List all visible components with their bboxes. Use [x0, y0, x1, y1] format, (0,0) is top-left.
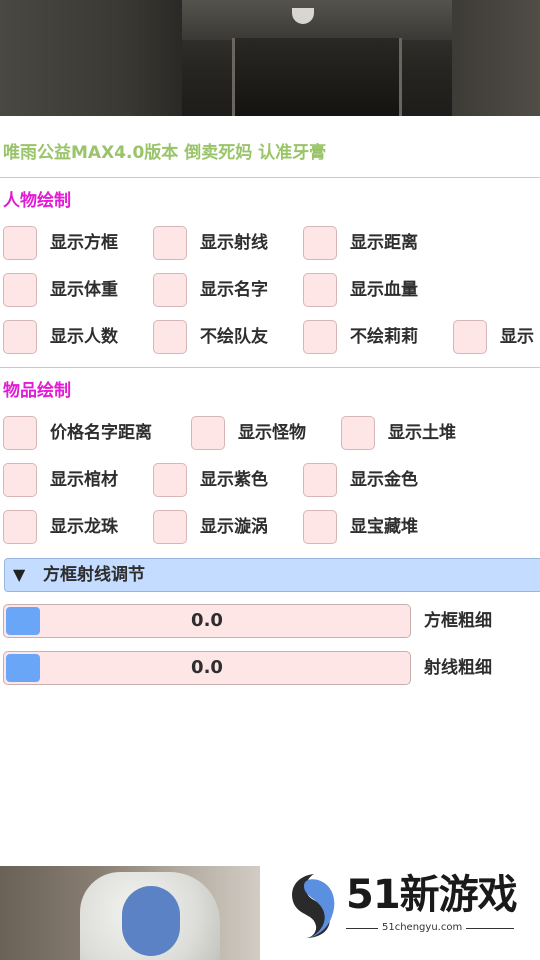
collapse-header-label: 方框射线调节 [43, 565, 145, 585]
checkbox-hide-lily[interactable] [303, 320, 337, 354]
checkbox-label: 显示射线 [200, 233, 268, 253]
game-background-bottom [0, 866, 260, 960]
slider-label: 方框粗细 [424, 611, 492, 631]
scene-ceiling [182, 0, 452, 40]
slider-value: 0.0 [191, 657, 223, 678]
checkbox-show-coffins[interactable] [3, 463, 37, 497]
cheat-menu-panel [0, 116, 540, 866]
checkbox-label: 不绘队友 [200, 327, 268, 347]
collapse-header-box-ray[interactable]: ▼ 方框射线调节 [4, 558, 540, 592]
checkbox-label: 显示方框 [50, 233, 118, 253]
scene-wall-left [0, 0, 182, 116]
checkbox-show-gold[interactable] [303, 463, 337, 497]
checkbox-label: 显宝藏堆 [350, 517, 418, 537]
checkbox-show-dirt-piles[interactable] [341, 416, 375, 450]
checkbox-show-distance[interactable] [303, 226, 337, 260]
brand-s-logo-icon [292, 874, 335, 938]
checkbox-label: 显示金色 [350, 470, 418, 490]
checkbox-show-dragon-ball[interactable] [3, 510, 37, 544]
checkbox-show-weight[interactable] [3, 273, 37, 307]
section-title-player: 人物绘制 [3, 191, 71, 211]
divider [0, 367, 540, 368]
checkbox-show-name[interactable] [153, 273, 187, 307]
checkbox-label: 显示棺材 [50, 470, 118, 490]
section-title-items: 物品绘制 [3, 381, 71, 401]
checkbox-show-box[interactable] [3, 226, 37, 260]
brand-name: 51新游戏 [346, 872, 518, 918]
checkbox-label: 显示 [500, 327, 534, 347]
checkbox-show-vortex[interactable] [153, 510, 187, 544]
checkbox-show-ray[interactable] [153, 226, 187, 260]
slider-box-thickness[interactable]: 0.0 [3, 604, 411, 638]
scene-doorway [232, 38, 402, 116]
checkbox-label: 显示名字 [200, 280, 268, 300]
scene-wall-right [452, 0, 540, 116]
checkbox-label: 显示体重 [50, 280, 118, 300]
checkbox-show-purple[interactable] [153, 463, 187, 497]
slider-label: 射线粗细 [424, 658, 492, 678]
checkbox-label: 显示漩涡 [200, 517, 268, 537]
checkbox-show-treasure[interactable] [303, 510, 337, 544]
checkbox-label: 显示土堆 [388, 423, 456, 443]
checkbox-label: 显示怪物 [238, 423, 306, 443]
checkbox-price-name-distance[interactable] [3, 416, 37, 450]
checkbox-hide-teammates[interactable] [153, 320, 187, 354]
slider-grab[interactable] [6, 607, 40, 635]
ceiling-lamp-icon [292, 8, 314, 24]
checkbox-label: 显示人数 [50, 327, 118, 347]
menu-title: 唯雨公益MAX4.0版本 倒卖死妈 认准牙膏 [3, 143, 327, 163]
collapse-arrow-icon: ▼ [13, 565, 26, 584]
divider [0, 177, 540, 178]
watermark-logo: 51新游戏 51chengyu.com [260, 866, 540, 960]
scene-figure-detail [122, 886, 180, 956]
checkbox-show-monsters[interactable] [191, 416, 225, 450]
checkbox-show-extra[interactable] [453, 320, 487, 354]
brand-url: 51chengyu.com [378, 921, 467, 935]
checkbox-show-count[interactable] [3, 320, 37, 354]
slider-value: 0.0 [191, 610, 223, 631]
checkbox-label: 显示血量 [350, 280, 418, 300]
checkbox-label: 不绘莉莉 [350, 327, 418, 347]
checkbox-show-health[interactable] [303, 273, 337, 307]
checkbox-label: 显示紫色 [200, 470, 268, 490]
slider-grab[interactable] [6, 654, 40, 682]
checkbox-label: 价格名字距离 [50, 423, 152, 443]
slider-ray-thickness[interactable]: 0.0 [3, 651, 411, 685]
checkbox-label: 显示龙珠 [50, 517, 118, 537]
checkbox-label: 显示距离 [350, 233, 418, 253]
game-background-top [0, 0, 540, 116]
